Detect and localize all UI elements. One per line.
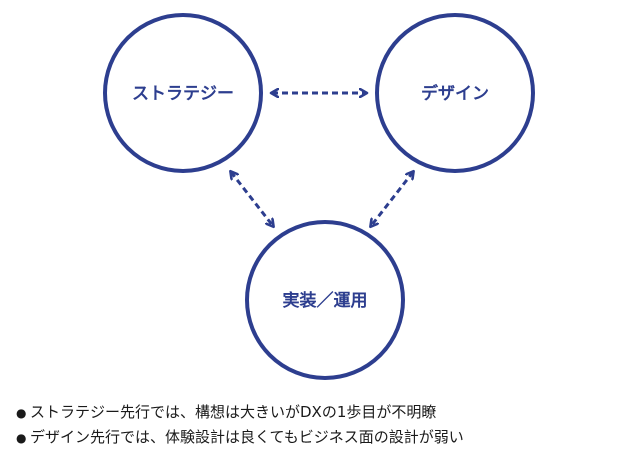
operation-label: 実装／運用 — [283, 290, 368, 311]
note-item: ●デザイン先行では、体験設計は良くてもビジネス面の設計が弱い — [16, 425, 632, 450]
bullet-icon: ● — [16, 431, 27, 445]
design-node — [375, 13, 535, 173]
bullet-icon: ● — [16, 406, 27, 420]
relationship-diagram: ストラテジー デザイン 実装／運用 — [103, 13, 535, 380]
notes-list: ●ストラテジー先行では、構想は大きいがDXの1歩目が不明瞭 ●デザイン先行では、… — [16, 400, 632, 450]
strategy-node — [103, 13, 263, 173]
note-item: ●ストラテジー先行では、構想は大きいがDXの1歩目が不明瞭 — [16, 400, 632, 425]
arrow-design-operation — [371, 172, 413, 226]
arrow-strategy-operation — [231, 172, 273, 226]
operation-node — [245, 220, 405, 380]
strategy-label: ストラテジー — [132, 84, 234, 104]
note-text: ストラテジー先行では、構想は大きいがDXの1歩目が不明瞭 — [30, 403, 437, 421]
design-label: デザイン — [421, 83, 489, 104]
note-text: デザイン先行では、体験設計は良くてもビジネス面の設計が弱い — [30, 428, 464, 446]
